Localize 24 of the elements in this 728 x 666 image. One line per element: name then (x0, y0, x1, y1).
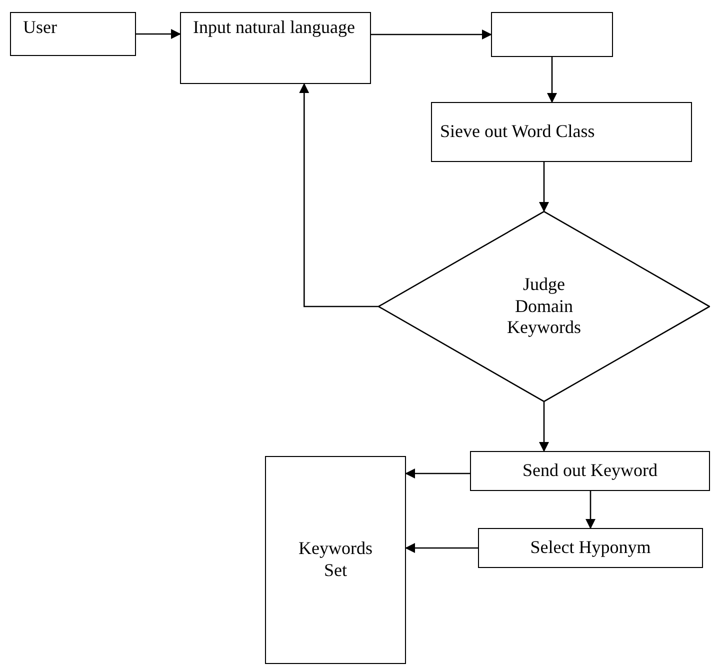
node-label: Input natural language (193, 17, 356, 39)
arrow (405, 468, 470, 478)
process-box (478, 528, 703, 568)
arrow (547, 57, 557, 103)
process-box (10, 12, 136, 56)
decision-diamond (378, 211, 710, 402)
arrow (539, 162, 549, 212)
arrow (405, 543, 478, 553)
node-label: Judge Domain Keywords (506, 274, 582, 339)
arrow (136, 29, 181, 39)
node-label: Select Hyponym (530, 537, 651, 559)
process-box (431, 102, 692, 162)
node-label: Keywords Set (298, 538, 374, 582)
arrow (539, 402, 549, 452)
node-label: Send out Keyword (522, 460, 658, 482)
arrow (586, 491, 596, 529)
process-box (265, 456, 406, 664)
process-box (491, 12, 613, 57)
arrow (371, 30, 492, 40)
process-box (180, 12, 371, 84)
node-label: User (23, 17, 57, 39)
node-label: Sieve out Word Class (440, 121, 595, 143)
arrow (299, 83, 378, 308)
process-box (470, 451, 710, 491)
